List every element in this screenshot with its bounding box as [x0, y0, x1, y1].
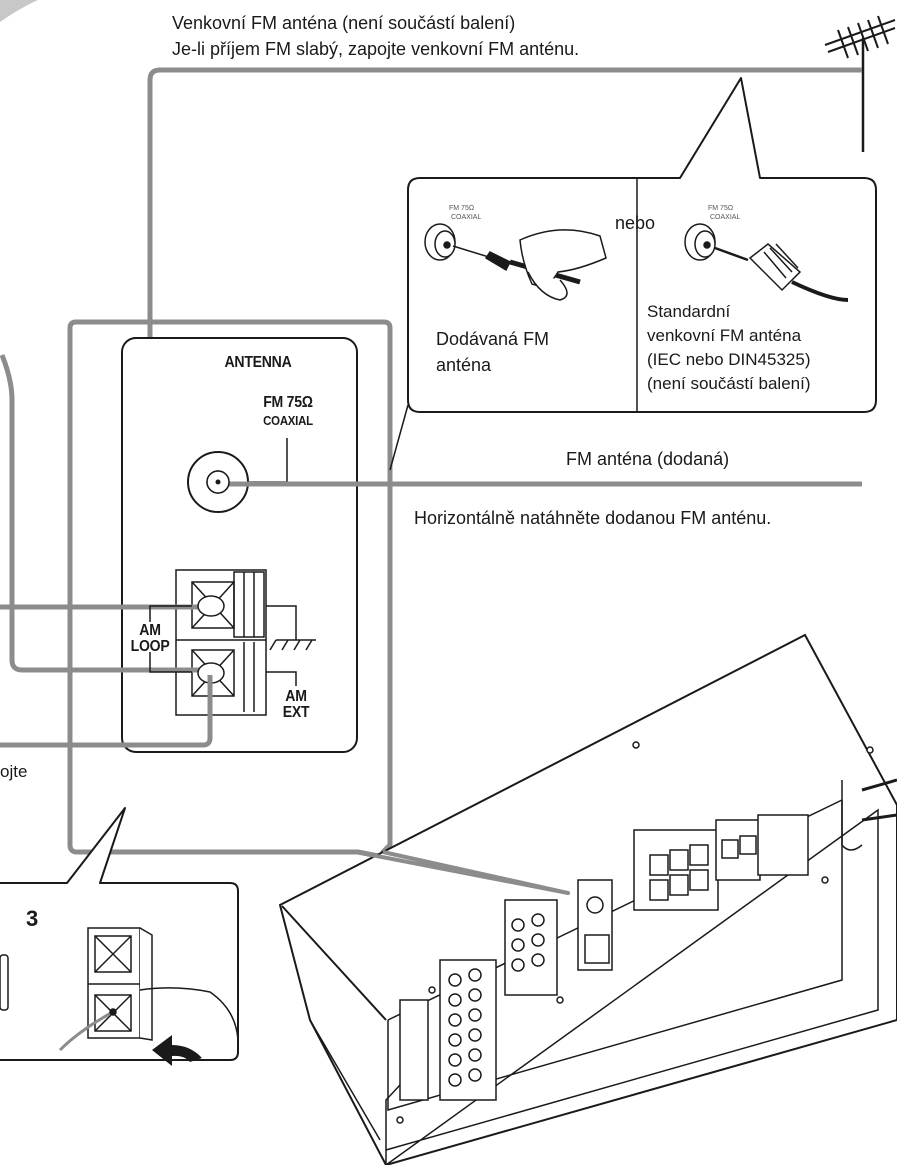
outdoor-antenna-icon: [824, 15, 896, 152]
am-loop-bracket: [149, 605, 192, 673]
left-cut-text: ojte: [0, 762, 28, 781]
standard-antenna-label-1: Standardní: [647, 302, 731, 321]
am-loop-label-2: LOOP: [130, 638, 170, 655]
outdoor-fm-note: Je-li příjem FM slabý, zapojte venkovní …: [172, 39, 580, 59]
callout-bubble: [407, 77, 877, 413]
fm-jack-label-1: FM 75Ω: [263, 394, 313, 411]
am-ext-label-2: EXT: [282, 704, 310, 721]
ground-symbol-icon: [266, 605, 316, 686]
supplied-antenna-connection-illustration: [424, 223, 607, 301]
receiver-rear-panel-illustration: [278, 633, 897, 1165]
step-arrow-icon: [152, 1035, 202, 1066]
supplied-antenna-label-2: anténa: [436, 355, 492, 375]
am-loop-label-1: AM: [139, 622, 161, 639]
zoom-frame: [67, 319, 571, 896]
standard-antenna-label-4: (není součástí balení): [647, 374, 811, 393]
standard-antenna-label-2: venkovní FM anténa: [647, 326, 802, 345]
fm-supplied-instruction: Horizontálně natáhněte dodanou FM anténu…: [414, 508, 772, 528]
fm-jack-label-2: COAXIAL: [263, 413, 313, 428]
callout-jack-label-right-1: FM 75Ω: [708, 205, 734, 212]
callout-tail: [404, 412, 408, 478]
am-ext-label-1: AM: [285, 688, 307, 705]
antenna-panel-title: ANTENNA: [224, 354, 292, 371]
am-terminal-top-screw: [197, 595, 225, 617]
step-number: 3: [26, 906, 39, 931]
step-terminal-illustration: [0, 927, 239, 1052]
callout-jack-label-left-2: COAXIAL: [451, 214, 482, 221]
outdoor-fm-title: Venkovní FM anténa (není součástí balení…: [172, 13, 516, 33]
callout-jack-label-right-2: COAXIAL: [710, 214, 741, 221]
callout-jack-label-left-1: FM 75Ω: [449, 205, 475, 212]
callout-or-label: nebo: [615, 213, 656, 233]
supplied-antenna-label-1: Dodávaná FM: [436, 329, 550, 349]
am-terminal-block: [175, 569, 267, 716]
fm-supplied-label: FM anténa (dodaná): [566, 449, 730, 469]
corner-decoration: [0, 0, 38, 22]
standard-antenna-label-3: (IEC nebo DIN45325): [647, 350, 811, 369]
standard-antenna-connection-illustration: [684, 223, 849, 302]
zoom-pointer-front: [355, 850, 570, 895]
